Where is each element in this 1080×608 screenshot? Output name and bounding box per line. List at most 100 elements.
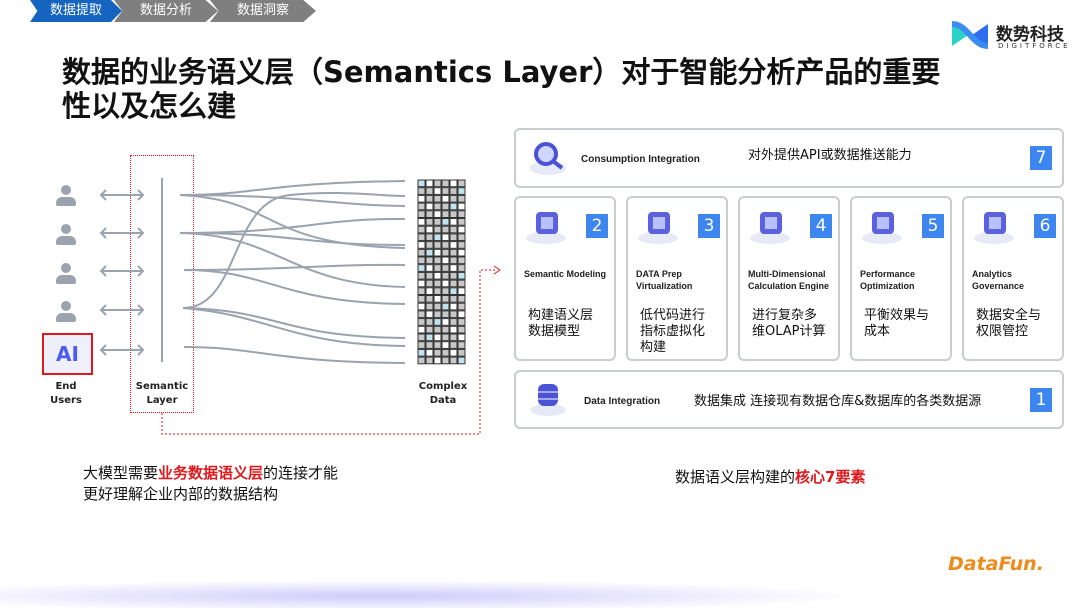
data-cell	[457, 218, 466, 226]
ai-icon: AI	[42, 333, 93, 375]
data-cell	[457, 194, 466, 203]
data-cell	[417, 287, 426, 295]
data-cell	[457, 348, 466, 357]
data-cell	[441, 302, 450, 311]
data-cell	[449, 241, 458, 249]
element-number: 7	[1030, 146, 1052, 170]
data-cell	[457, 241, 466, 249]
data-cell	[441, 225, 450, 234]
datafun-logo: DataFun.	[948, 553, 1044, 575]
data-cell	[417, 318, 426, 326]
data-cell	[441, 187, 450, 195]
data-cell	[441, 202, 450, 211]
data-cell	[425, 248, 434, 257]
element-card-data-integration: Data Integration 数据集成 连接现有数据仓库&数据库的各类数据源…	[514, 370, 1064, 429]
user-icon	[56, 263, 76, 285]
database-icon	[526, 378, 570, 418]
data-cell	[425, 333, 434, 342]
data-cell	[457, 287, 466, 295]
element-card: 6 Analytics Governance 数据安全与权限管控	[962, 196, 1064, 361]
data-cell	[417, 241, 426, 249]
data-cell	[433, 279, 442, 288]
logo-cn: 数势科技	[996, 25, 1064, 45]
data-cell	[449, 356, 458, 365]
element-number: 3	[698, 214, 720, 238]
magnifier-icon	[526, 138, 570, 178]
element-en: Performance Optimization	[860, 269, 916, 291]
footer-gradient	[0, 568, 1080, 608]
data-cell	[433, 194, 442, 203]
data-cell	[425, 264, 434, 272]
flow-curve	[179, 232, 406, 246]
double-arrow-icon	[99, 189, 145, 201]
data-cell	[441, 271, 450, 280]
data-cell	[449, 287, 458, 295]
data-cell	[433, 348, 442, 357]
data-cell	[417, 194, 426, 203]
element-cn: 对外提供API或数据推送能力	[748, 148, 912, 163]
data-cell	[433, 325, 442, 334]
connector-arrow-icon	[493, 265, 501, 275]
data-cell	[457, 210, 466, 219]
user-icon	[56, 185, 76, 207]
data-cell	[433, 302, 442, 311]
data-cell	[441, 318, 450, 326]
data-cell	[441, 241, 450, 249]
semantic-layer-label: Semantic Layer	[135, 381, 189, 406]
data-cell	[425, 356, 434, 365]
data-cell	[449, 248, 458, 257]
complex-data-grid	[417, 179, 466, 365]
breadcrumb-step-analyze[interactable]: 数据分析	[114, 0, 218, 22]
data-cell	[417, 310, 426, 319]
data-cell	[457, 264, 466, 272]
data-cell	[457, 279, 466, 288]
data-cell	[457, 318, 466, 326]
data-cell	[425, 202, 434, 211]
bidirectional-arrows	[99, 178, 406, 364]
data-cell	[417, 210, 426, 219]
data-cell	[425, 341, 434, 349]
element-number: 1	[1030, 388, 1052, 412]
data-cell	[441, 179, 450, 188]
data-cell	[449, 295, 458, 303]
data-cell	[457, 333, 466, 342]
data-cell	[417, 179, 426, 188]
data-cell	[433, 179, 442, 188]
breadcrumb-step-insight[interactable]: 数据洞察	[210, 0, 316, 22]
data-cell	[433, 287, 442, 295]
data-cell	[433, 341, 442, 349]
data-cell	[441, 348, 450, 357]
complex-data-label: Complex Data	[418, 381, 468, 406]
data-cell	[425, 287, 434, 295]
data-cell	[425, 256, 434, 265]
data-cell	[449, 264, 458, 272]
end-users-label: End Users	[50, 381, 82, 406]
user-icon	[56, 301, 76, 323]
data-cell	[449, 179, 458, 188]
data-cell	[441, 287, 450, 295]
data-cell	[425, 325, 434, 334]
data-cell	[425, 210, 434, 219]
logo-en: DIGITFORCE	[998, 42, 1071, 50]
element-card: 4 Multi-Dimensional Calculation Engine 进…	[738, 196, 840, 361]
data-cell	[441, 279, 450, 288]
element-cn: 低代码进行指标虚拟化构建	[640, 308, 706, 355]
data-cell	[433, 295, 442, 303]
element-number: 5	[922, 214, 944, 238]
caption-highlight: 核心7要素	[795, 468, 866, 486]
data-cell	[457, 271, 466, 280]
data-cell	[441, 194, 450, 203]
caption-text: 的连接才能更好理解企业内部的数据结构	[83, 464, 339, 503]
data-cell	[441, 210, 450, 219]
data-cell	[417, 233, 426, 242]
data-cell	[417, 333, 426, 342]
data-cell	[441, 218, 450, 226]
breadcrumb-step-extract[interactable]: 数据提取	[30, 0, 122, 22]
data-cell	[449, 318, 458, 326]
data-cell	[425, 187, 434, 195]
data-cell	[457, 256, 466, 265]
element-en: Semantic Modeling	[524, 269, 607, 279]
data-cell	[433, 225, 442, 234]
semantic-layer-highlight	[130, 155, 194, 413]
data-cell	[425, 194, 434, 203]
